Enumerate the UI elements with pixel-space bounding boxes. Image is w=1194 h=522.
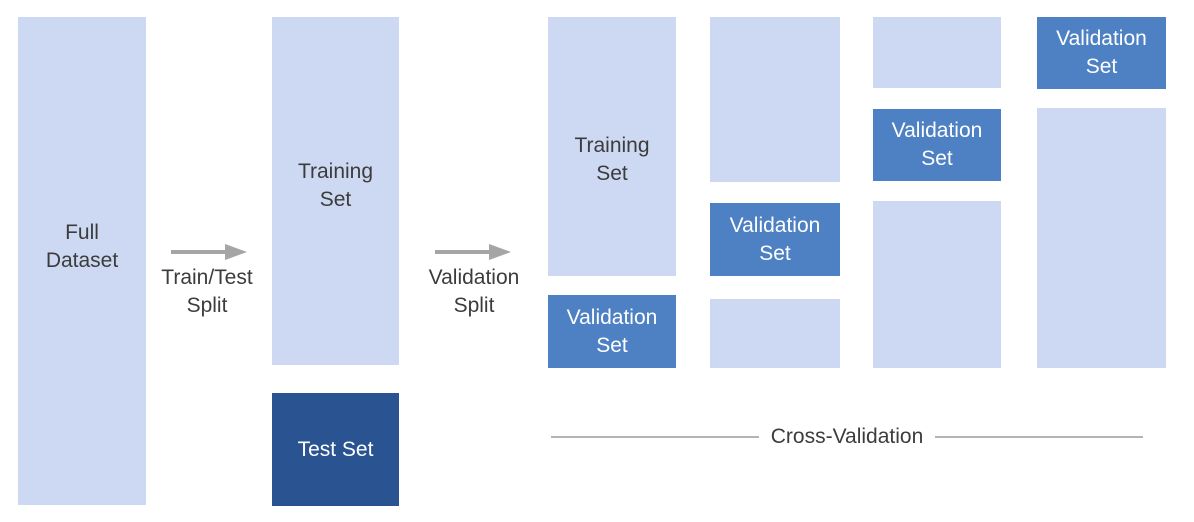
full-dataset-label: Full Dataset [45,221,119,272]
cv-fold2-validation-label: Validation Set [729,213,821,265]
arrow-head [225,243,247,260]
test-set-label: Test Set [297,437,374,461]
cv-fold1-validation-box: Validation Set [548,295,676,368]
train-test-split-label: Train/Test Split [161,266,253,317]
cross-validation-footer: Cross-Validation [551,423,1144,451]
cv-fold2-bottom-box [710,299,840,368]
cv-fold4-validation-label: Validation Set [1056,27,1147,78]
arrow-shaft [171,249,225,254]
cv-fold4-bottom-box [1037,108,1166,368]
test-set-box: Test Set [272,393,399,506]
validation-split-label: Validation Split [428,266,520,317]
validation-arrow-right-icon [435,243,511,260]
cv-fold3-top-box [873,17,1001,88]
cv-fold1-training-box: Training Set [548,17,676,276]
divider-line-right [935,436,1144,438]
divider-line-left [551,436,759,438]
cv-fold3-bottom-box [873,201,1001,368]
cv-fold2-validation-box: Validation Set [710,203,840,276]
full-dataset-box: Full Dataset [18,17,146,505]
arrow-head [489,243,511,260]
training-set-box: Training Set [272,17,399,365]
cross-validation-label: Cross-Validation [770,425,924,448]
cv-fold1-training-label: Training Set [574,133,650,185]
cv-fold3-validation-label: Validation Set [891,119,983,170]
arrow-shaft [435,249,489,254]
cv-fold4-validation-box: Validation Set [1037,17,1166,89]
cv-fold3-validation-box: Validation Set [873,109,1001,181]
training-set-label: Training Set [297,160,374,211]
cv-fold2-top-box [710,17,840,182]
cv-fold1-validation-label: Validation Set [566,305,658,357]
train-test-arrow-right-icon [171,243,247,260]
